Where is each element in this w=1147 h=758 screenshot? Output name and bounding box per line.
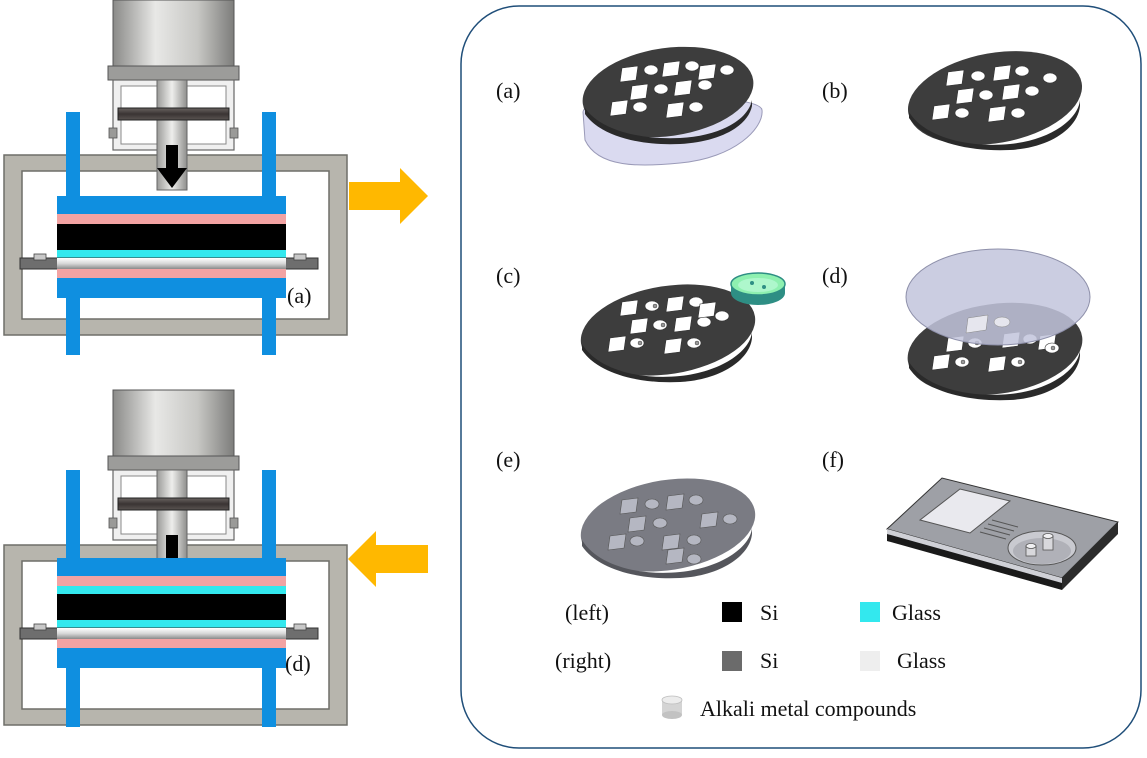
arrow-left-icon <box>348 531 428 587</box>
legend-swatch-si-left <box>722 602 742 622</box>
legend-left-label: (left) <box>565 600 609 625</box>
arrow-right-icon <box>349 168 428 224</box>
petri-dish-icon <box>730 272 786 305</box>
legend-alkali: Alkali metal compounds <box>700 696 916 721</box>
glass-wafer <box>905 248 1091 346</box>
legend-right-label: (right) <box>555 648 611 673</box>
pink-layer <box>57 214 286 224</box>
legend-glass-left: Glass <box>892 600 941 625</box>
legend: (left) Si Glass (right) Si Glass Alkali … <box>555 600 946 721</box>
panel-label-e: (e) <box>496 447 520 472</box>
wafer-b <box>907 51 1083 151</box>
panel-label-c: (c) <box>496 263 520 288</box>
press-diagram-bottom: (d) <box>3 389 348 727</box>
panel-label-a: (a) <box>496 78 520 103</box>
si-layer <box>57 224 286 250</box>
legend-si-left: Si <box>760 600 778 625</box>
top-clamp-plate <box>57 196 286 214</box>
wafer-a <box>582 46 763 166</box>
panel-label-b: (b) <box>822 78 848 103</box>
legend-si-right: Si <box>760 648 778 673</box>
glass-layer <box>57 250 286 258</box>
legend-swatch-glass-right <box>860 651 880 671</box>
wafer-e <box>580 478 756 579</box>
alkali-cylinder-icon <box>661 695 683 719</box>
wafer-d <box>905 248 1091 401</box>
panel-label-f: (f) <box>822 447 844 472</box>
vapor-cell-chip <box>886 477 1119 590</box>
legend-swatch-si-right <box>722 651 742 671</box>
wafer-c <box>580 272 786 383</box>
alkali-pellets <box>1025 533 1054 557</box>
press-diagram-top: (a) <box>3 0 348 355</box>
bottom-clamp-plate <box>57 278 286 298</box>
left-label-d: (d) <box>285 651 311 676</box>
panel-label-d: (d) <box>822 263 848 288</box>
legend-glass-right: Glass <box>897 648 946 673</box>
left-label-a: (a) <box>287 283 311 308</box>
legend-swatch-glass-left <box>860 602 880 622</box>
